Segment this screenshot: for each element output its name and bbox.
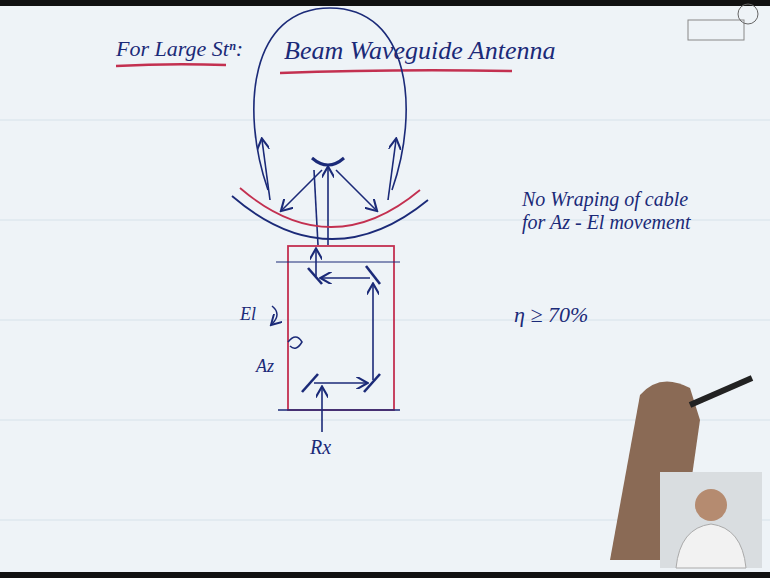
rays xyxy=(262,140,396,245)
stamp xyxy=(688,20,744,40)
lecturer-body xyxy=(676,524,746,568)
elevation-rotation xyxy=(272,306,277,324)
axis-label: Az xyxy=(256,356,274,377)
pen xyxy=(690,378,752,405)
beam-path xyxy=(314,250,373,432)
title: Beam Waveguide Antenna xyxy=(284,36,556,66)
main-reflector xyxy=(232,196,428,239)
base-line xyxy=(278,409,400,411)
frame-bar xyxy=(0,572,770,578)
frame-bar xyxy=(0,0,770,6)
video-inset xyxy=(660,472,762,568)
stamp-circle xyxy=(738,4,758,24)
elevation-axis xyxy=(276,261,400,262)
main-reflector xyxy=(240,188,420,227)
lecturer-head xyxy=(695,489,727,521)
port-label: Rx xyxy=(310,436,331,459)
subreflector xyxy=(312,158,344,165)
azimuth-rotation xyxy=(288,337,302,348)
mirrors xyxy=(302,266,380,392)
efficiency: η ≥ 70% xyxy=(514,302,588,327)
housing xyxy=(288,246,394,410)
underline xyxy=(280,70,512,73)
underline xyxy=(116,64,226,66)
axis-label: El xyxy=(240,304,256,325)
note: No Wraping of cable for Az - El movement xyxy=(522,188,692,234)
heading-note: For Large Stⁿ: xyxy=(116,36,243,61)
beam-lobe xyxy=(254,8,406,190)
